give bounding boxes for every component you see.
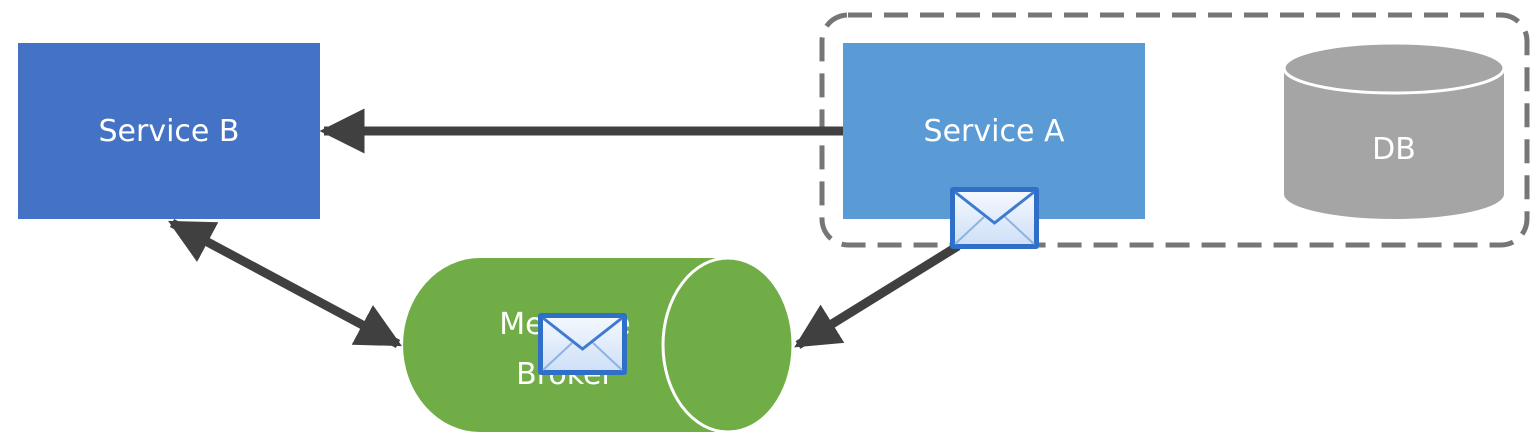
envelope-icon — [950, 187, 1039, 249]
service-b-node[interactable]: Service B — [18, 43, 320, 219]
db-node[interactable]: DB — [1282, 41, 1506, 219]
envelope-icon — [538, 313, 627, 375]
arrow-service-b-broker — [168, 219, 402, 348]
arrow-service-a-to-broker — [794, 242, 961, 349]
service-a-label: Service A — [924, 114, 1065, 149]
db-label: DB — [1372, 132, 1416, 167]
service-b-label: Service B — [99, 114, 240, 149]
